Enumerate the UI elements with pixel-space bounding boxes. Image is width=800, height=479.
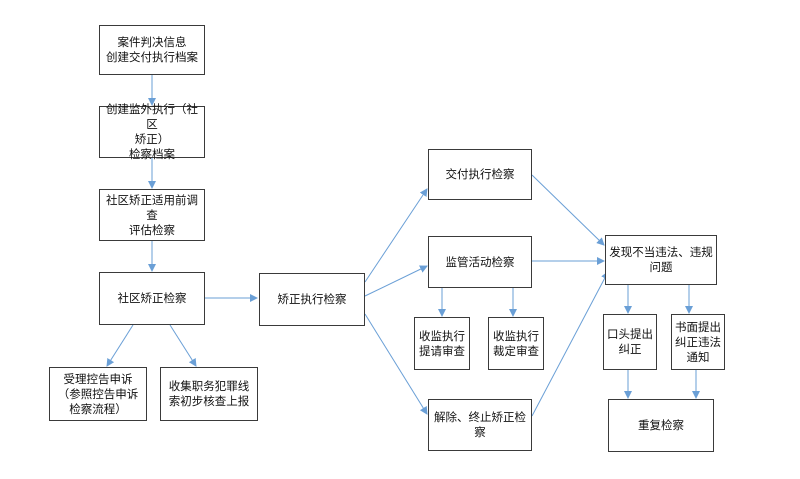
node-correction-execution: 矫正执行检察 (259, 273, 365, 326)
edge-termination-to-violation (531, 271, 609, 417)
node-clue-collection: 收集职务犯罪线 索初步核查上报 (160, 367, 258, 421)
node-supervision-inspection: 监管活动检察 (428, 236, 532, 288)
edge-correction-to-delivery (364, 188, 428, 283)
node-written-notice: 书面提出 纠正违法 通知 (671, 314, 725, 370)
edge-correction-to-supervision (364, 265, 428, 297)
node-termination-inspection: 解除、终止矫正检察 (428, 399, 532, 451)
node-community-inspection: 社区矫正检察 (99, 272, 205, 325)
edge-community-to-complaint (106, 324, 134, 367)
node-pre-assessment: 社区矫正适用前调查 评估检察 (99, 189, 205, 241)
node-violation-found: 发现不当违法、违规 问题 (605, 235, 717, 285)
edge-correction-to-termination (364, 313, 428, 415)
node-create-record: 创建监外执行（社区 矫正） 检察档案 (99, 102, 205, 161)
node-admission-ruling: 收监执行 裁定审查 (488, 317, 544, 370)
node-complaint: 受理控告申诉 （参照控告申诉 检察流程） (49, 367, 147, 421)
node-oral-correction: 口头提出 纠正 (603, 314, 657, 370)
edge-delivery-to-violation (531, 174, 605, 246)
edge-community-to-clue (169, 324, 197, 367)
node-case-info: 案件判决信息 创建交付执行档案 (99, 25, 205, 75)
node-admission-review: 收监执行 提请审查 (414, 317, 470, 370)
node-delivery-inspection: 交付执行检察 (428, 149, 532, 200)
node-repeat-inspection: 重复检察 (608, 399, 714, 452)
